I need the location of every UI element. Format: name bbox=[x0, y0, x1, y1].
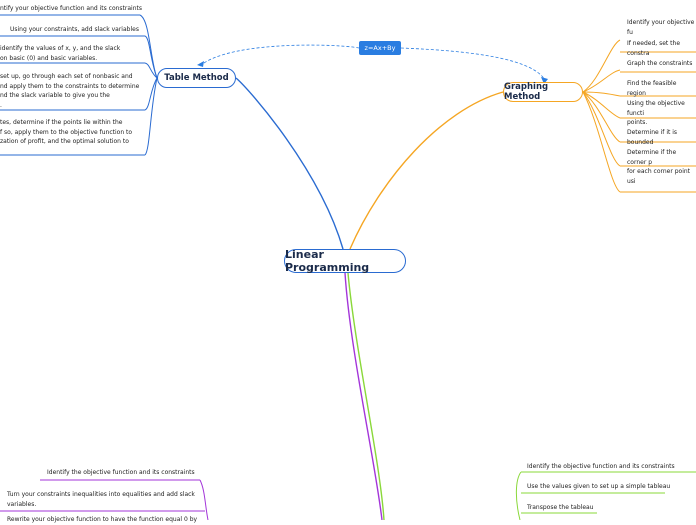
simplex-left-item[interactable]: Identify the objective function and its … bbox=[47, 469, 195, 476]
simplex-right-item[interactable]: Identify the objective function and its … bbox=[527, 463, 675, 470]
table-method-item[interactable]: Using your constraints, add slack variab… bbox=[10, 26, 139, 33]
table-method-item[interactable]: set up, go through each set of nonbasic … bbox=[0, 73, 140, 109]
simplex-right-item[interactable]: Use the values given to set up a simple … bbox=[527, 483, 671, 490]
graphing-method-item[interactable]: Graph the constraints bbox=[627, 60, 693, 67]
table-method-item[interactable]: ntify your objective function and its co… bbox=[0, 5, 142, 12]
graphing-method-item[interactable]: Determine if it is bounded bbox=[627, 129, 678, 146]
simplex-right-item[interactable]: Transpose the tableau bbox=[527, 504, 594, 511]
simplex-left-item[interactable]: Turn your constraints inequalities into … bbox=[7, 491, 195, 508]
table-method-label: Table Method bbox=[164, 73, 229, 83]
graphing-method-label: Graphing Method bbox=[504, 82, 549, 102]
graphing-method-item[interactable]: If needed, set the constra bbox=[627, 40, 681, 57]
graphing-method-item[interactable]: Identify your objective fu bbox=[627, 19, 695, 36]
central-topic-label: Linear Programming bbox=[285, 248, 370, 274]
table-method-node[interactable]: Table Method bbox=[157, 68, 236, 88]
table-method-item[interactable]: identify the values of x, y, and the sla… bbox=[0, 45, 121, 62]
graphing-method-item[interactable]: Using the objective functi points. bbox=[627, 100, 685, 126]
graphing-method-item[interactable]: Find the feasible region bbox=[627, 80, 677, 97]
table-method-item[interactable]: tes, determine if the points lie within … bbox=[0, 119, 133, 145]
relationship-text: z=Ax+By bbox=[364, 44, 396, 52]
relationship-label[interactable]: z=Ax+By bbox=[359, 41, 401, 55]
central-topic[interactable]: Linear Programming bbox=[284, 248, 406, 274]
graphing-method-item[interactable]: Determine if the corner p for each corne… bbox=[627, 149, 691, 185]
graphing-method-node[interactable]: Graphing Method bbox=[503, 82, 583, 102]
